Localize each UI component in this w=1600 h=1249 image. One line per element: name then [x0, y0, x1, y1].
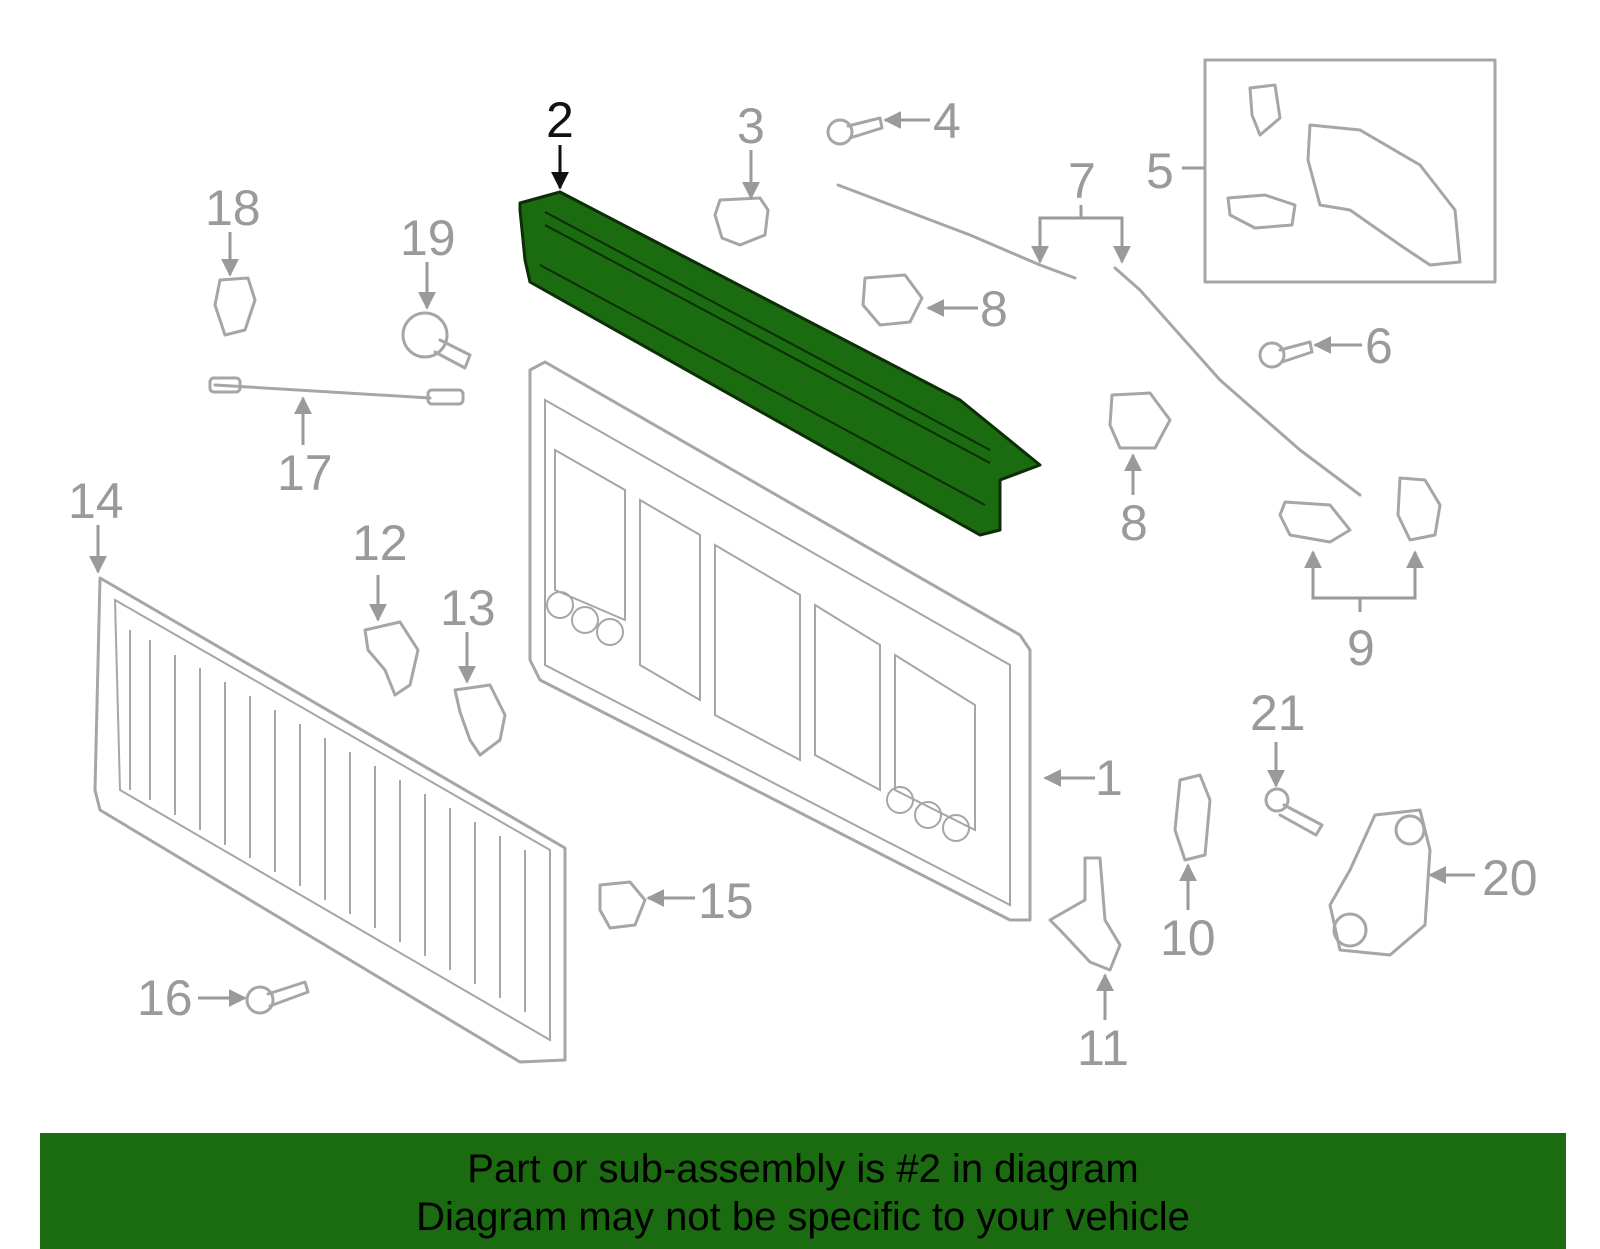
part-5-lock-assembly [1203, 58, 1497, 284]
part-7-control-rods [836, 183, 1362, 497]
part-2-tailgate-top-protector [518, 190, 1042, 537]
part-12-bushing [363, 620, 420, 697]
leader-lines [89, 111, 1475, 1020]
part-20-hinge-bracket [1328, 808, 1432, 957]
part-19-stud [401, 311, 472, 370]
callout-6: 6 [1365, 318, 1393, 374]
part-13-latch [453, 683, 507, 757]
part-1-tailgate-inner-panel [528, 360, 1032, 922]
callout-14: 14 [68, 473, 124, 529]
callout-8-upper: 8 [980, 281, 1008, 337]
callout-10: 10 [1160, 910, 1216, 966]
callout-7: 7 [1068, 153, 1096, 209]
part-4-bolt [826, 116, 884, 146]
callout-16: 16 [137, 970, 193, 1026]
callout-1: 1 [1095, 750, 1123, 806]
part-21-bolt [1264, 787, 1324, 837]
part-16-bolt [245, 980, 310, 1015]
callout-21: 21 [1250, 685, 1306, 741]
part-11-bracket [1048, 856, 1122, 972]
callout-4: 4 [933, 93, 961, 149]
part-8-clip-lower [1108, 391, 1172, 450]
callout-11: 11 [1077, 1020, 1129, 1076]
part-3-clip [713, 196, 770, 247]
callout-labels: 1 2 3 4 5 6 7 8 8 9 10 11 12 13 14 15 16… [68, 92, 1538, 1076]
callout-13: 13 [440, 580, 496, 636]
part-10-hinge [1173, 773, 1212, 862]
part-17-support-cable [208, 376, 465, 406]
part-9-rod-clips [1278, 476, 1442, 544]
part-info-banner: Part or sub-assembly is #2 in diagram Di… [40, 1133, 1566, 1249]
callout-20: 20 [1482, 850, 1538, 906]
part-14-tailgate-outer-panel [93, 576, 567, 1064]
banner-line-part: Part or sub-assembly is #2 in diagram [467, 1147, 1139, 1191]
banner-line-disclaimer: Diagram may not be specific to your vehi… [416, 1195, 1190, 1239]
callout-19: 19 [400, 210, 456, 266]
callout-3: 3 [737, 98, 765, 154]
callout-2: 2 [546, 92, 574, 148]
parts-diagram: 1 2 3 4 5 6 7 8 8 9 10 11 12 13 14 15 16… [68, 58, 1538, 1076]
callout-8-lower: 8 [1120, 495, 1148, 551]
callout-5: 5 [1146, 143, 1174, 199]
callout-17: 17 [277, 445, 333, 501]
part-18-clip [213, 276, 257, 337]
callout-9: 9 [1347, 620, 1375, 676]
part-8-clip-upper [861, 273, 924, 327]
callout-15: 15 [698, 873, 754, 929]
part-15-clip [598, 880, 647, 930]
callout-18: 18 [205, 180, 261, 236]
part-6-bolt [1258, 340, 1314, 369]
callout-12: 12 [352, 515, 408, 571]
